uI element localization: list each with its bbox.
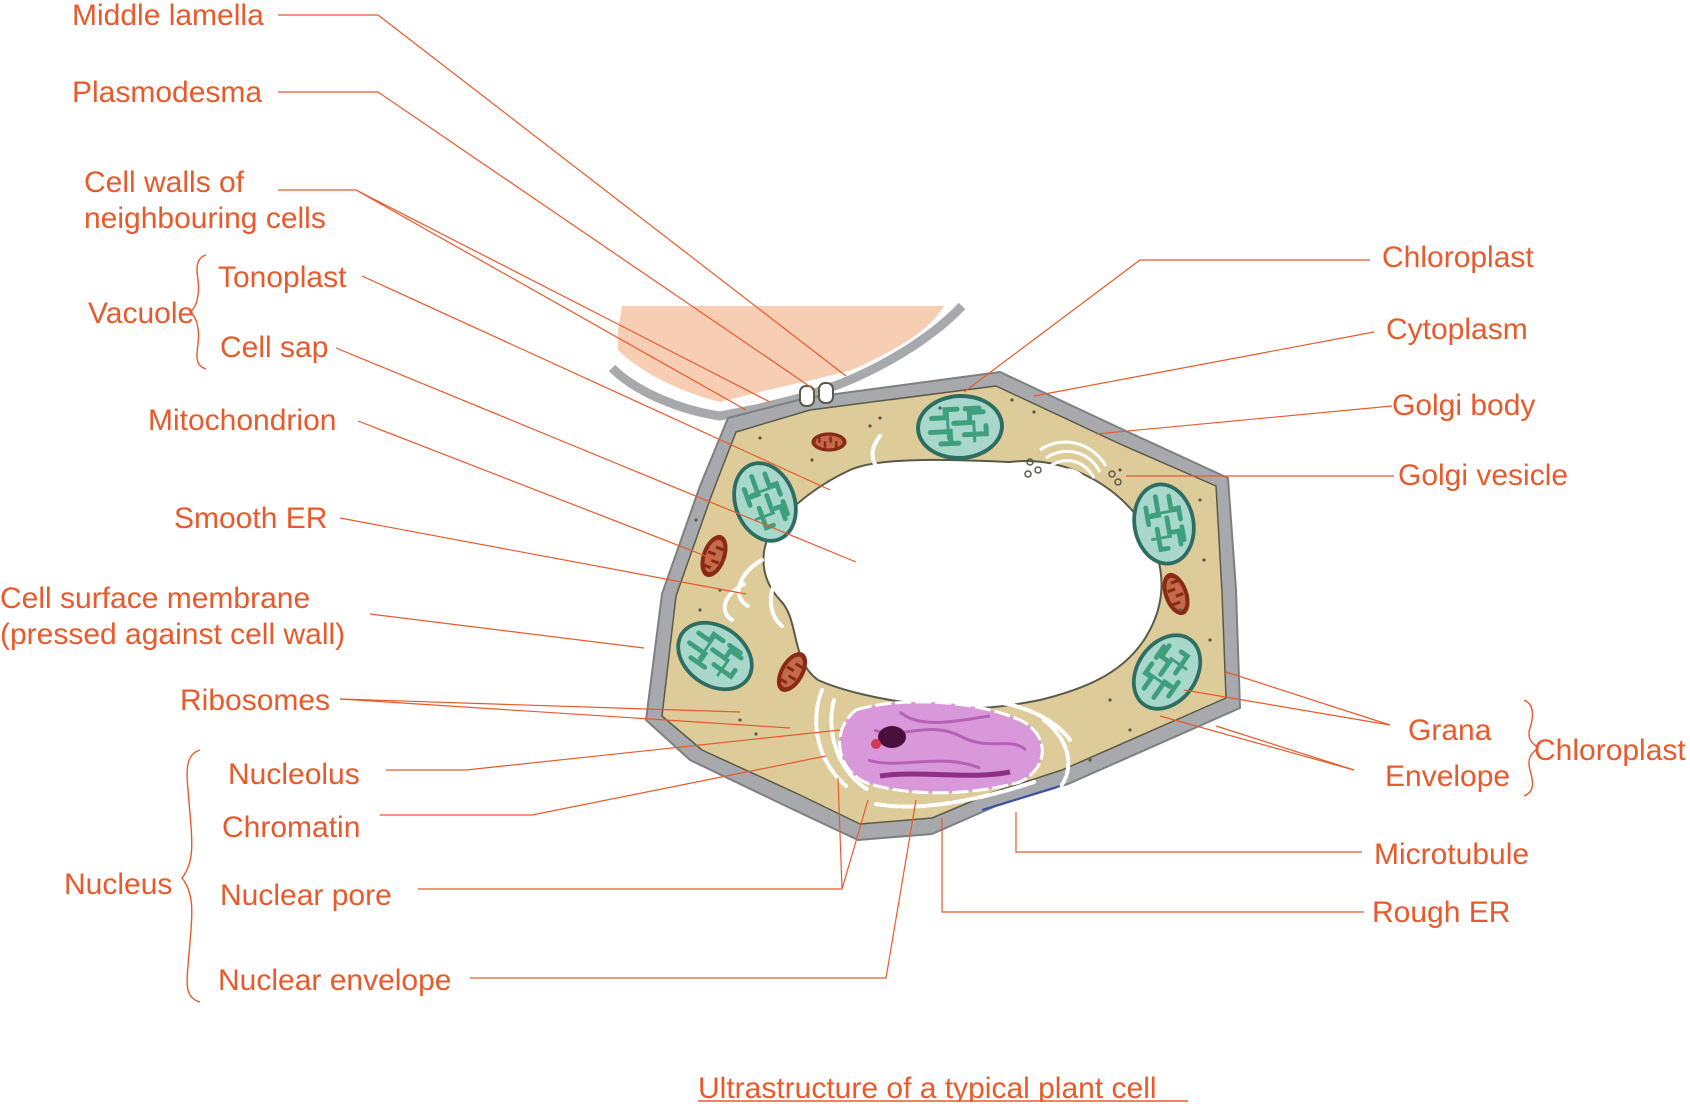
- label-cell-walls-line2: neighbouring cells: [84, 202, 326, 235]
- golgi-vesicles: [1024, 458, 1122, 486]
- label-tonoplast: Tonoplast: [218, 261, 347, 294]
- label-rough-er: Rough ER: [1372, 896, 1510, 929]
- label-microtubule: Microtubule: [1374, 838, 1529, 871]
- chloroplast-brace: [1523, 699, 1539, 797]
- golgi-body: [1039, 440, 1108, 485]
- label-cell-walls-line1: Cell walls of: [84, 166, 245, 199]
- label-plasmodesma: Plasmodesma: [72, 76, 262, 109]
- leader-lines: [278, 14, 1394, 979]
- label-nuclear-envelope: Nuclear envelope: [218, 964, 451, 997]
- label-golgi-body: Golgi body: [1392, 389, 1535, 422]
- label-nucleolus: Nucleolus: [228, 758, 360, 791]
- smooth-er: [722, 434, 882, 628]
- label-chloroplast-top: Chloroplast: [1382, 241, 1534, 274]
- nucleus-organelle: [838, 700, 1044, 795]
- label-ribosomes: Ribosomes: [180, 684, 330, 717]
- label-chloroplast-group: Chloroplast: [1534, 734, 1686, 767]
- nucleus-brace: [181, 749, 201, 1003]
- label-golgi-vesicle: Golgi vesicle: [1398, 459, 1568, 492]
- label-cytoplasm: Cytoplasm: [1386, 313, 1528, 346]
- label-chromatin: Chromatin: [222, 811, 360, 844]
- rough-er: [814, 688, 1072, 809]
- neighbouring-cell: [618, 306, 944, 402]
- label-cell-surface-line1: Cell surface membrane: [0, 582, 310, 615]
- vacuole: [762, 458, 1163, 710]
- label-vacuole: Vacuole: [88, 297, 194, 330]
- label-grana: Grana: [1408, 714, 1492, 747]
- microtubule-fiber: [981, 785, 1061, 811]
- label-smooth-er: Smooth ER: [174, 502, 327, 535]
- vacuole-brace: [188, 254, 207, 370]
- label-cell-sap: Cell sap: [220, 331, 328, 364]
- mitochondrion-organelle: [810, 431, 848, 453]
- label-nuclear-pore: Nuclear pore: [220, 879, 392, 912]
- label-mitochondrion: Mitochondrion: [148, 404, 336, 437]
- label-cell-surface-line2: (pressed against cell wall): [0, 618, 345, 651]
- braces: [181, 254, 1539, 1003]
- diagram-caption: Ultrastructure of a typical plant cell: [698, 1072, 1157, 1102]
- label-middle-lamella: Middle lamella: [72, 0, 264, 32]
- label-nucleus: Nucleus: [64, 868, 172, 901]
- ribosome-dots: [694, 398, 1212, 762]
- plasmodesma-pores: [799, 382, 834, 407]
- label-envelope: Envelope: [1385, 760, 1510, 793]
